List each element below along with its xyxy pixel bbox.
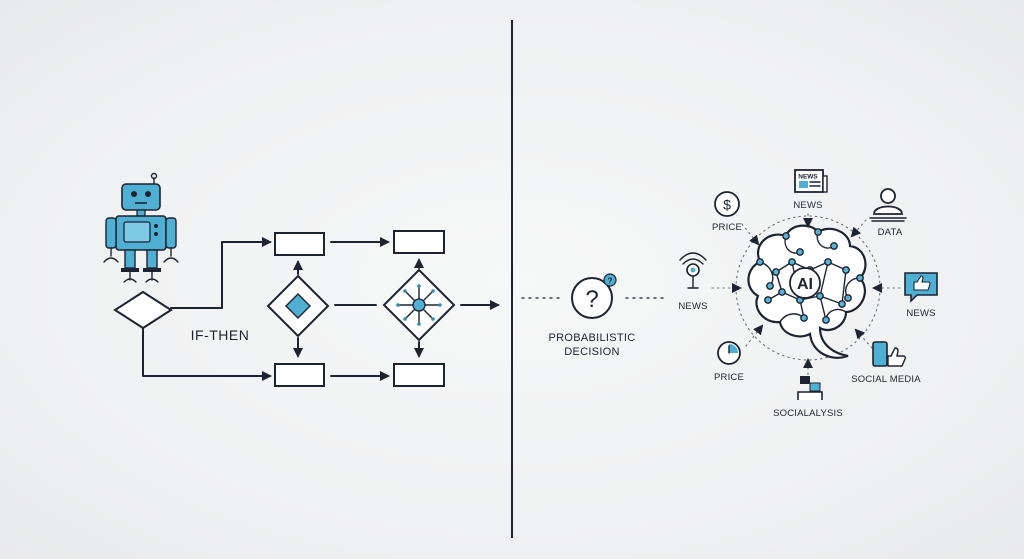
svg-text:$: $: [723, 197, 731, 213]
rule-box-bottom-2: [393, 363, 445, 387]
input-label-news-top: NEWS: [793, 200, 822, 211]
brain-label: AI: [797, 276, 813, 293]
circuit-diamond: [382, 268, 456, 342]
phone-like-icon: [872, 341, 906, 367]
question-icon: ? ?: [571, 273, 617, 319]
rule-box-top-2: [393, 230, 445, 254]
input-label-news-right: NEWS: [906, 308, 935, 319]
logic-diamond-1: [266, 274, 330, 338]
clock-price-icon: [717, 341, 741, 365]
upper-branch-arrow: [170, 237, 272, 309]
price-dollar-icon: $: [714, 191, 740, 217]
lower-branch-arrow: [142, 327, 272, 381]
input-label-news-left: NEWS: [678, 301, 707, 312]
brain-icon: AI: [747, 224, 867, 359]
thumbs-up-bubble-icon: [904, 272, 938, 303]
start-decision-diamond: [113, 290, 173, 330]
decision-label-line2: DECISION: [564, 346, 620, 358]
person-data-icon: [869, 188, 907, 222]
decision-label-line1: PROBABILISTIC: [548, 332, 635, 344]
if-then-label: IF-THEN: [191, 327, 250, 343]
input-arrows: [711, 213, 901, 381]
microphone-icon: [679, 252, 707, 289]
svg-text:?: ?: [585, 286, 598, 313]
input-label-social-media: SOCIAL MEDIA: [851, 374, 921, 385]
input-label-price-top: PRICE: [712, 222, 742, 233]
newspaper-icon: NEWS: [794, 169, 828, 193]
chat-person-icon: [797, 376, 823, 400]
rule-box-top-1: [274, 232, 325, 256]
question-badge: ?: [608, 277, 613, 286]
svg-text:NEWS: NEWS: [798, 174, 818, 181]
rule-box-bottom-1: [274, 363, 325, 387]
robot-icon: [103, 172, 179, 283]
input-label-price-bottom: PRICE: [714, 372, 744, 383]
input-label-socialalysis: SOCIALALYSIS: [773, 408, 843, 419]
input-label-data: DATA: [878, 227, 903, 238]
